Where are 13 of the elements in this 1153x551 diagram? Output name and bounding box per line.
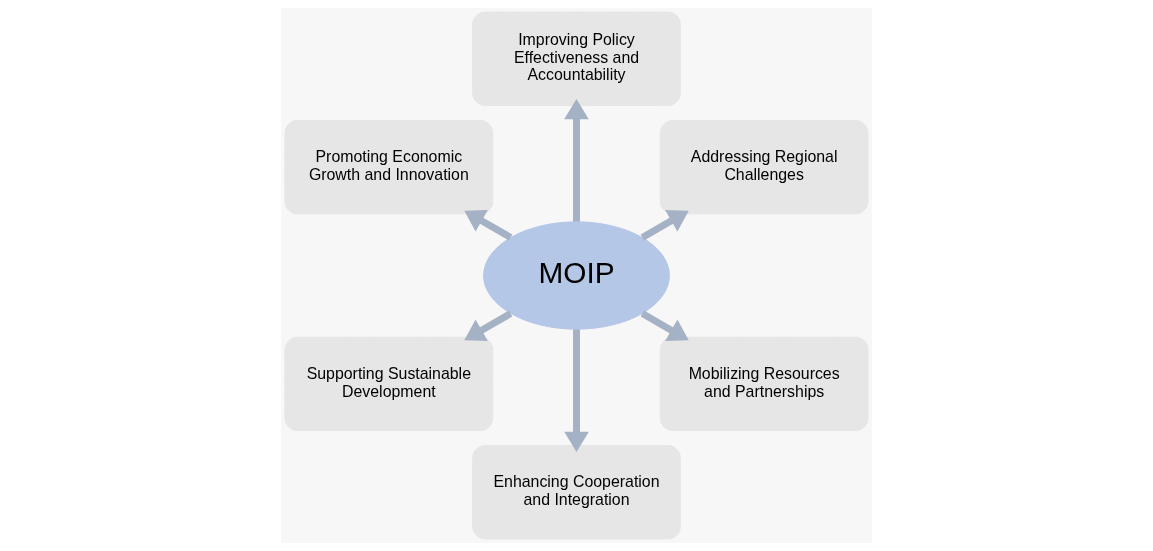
arrow — [564, 329, 589, 452]
arrow — [464, 310, 513, 341]
arrow — [640, 210, 689, 241]
node-box: Promoting Economic Growth and Innovation — [284, 119, 494, 215]
arrow — [464, 210, 513, 241]
node-box: Enhancing Cooperation and Integration — [472, 445, 681, 540]
node-box: Mobilizing Resources and Partnerships — [659, 336, 869, 432]
arrow — [640, 310, 689, 341]
node-box: Improving Policy Effectiveness and Accountability — [472, 11, 681, 106]
node-ellipse: MOIP — [483, 221, 670, 330]
node-box: Addressing Regional Challenges — [659, 119, 869, 215]
arrow — [564, 99, 589, 222]
node-box: Supporting Sustainable Development — [284, 336, 494, 432]
